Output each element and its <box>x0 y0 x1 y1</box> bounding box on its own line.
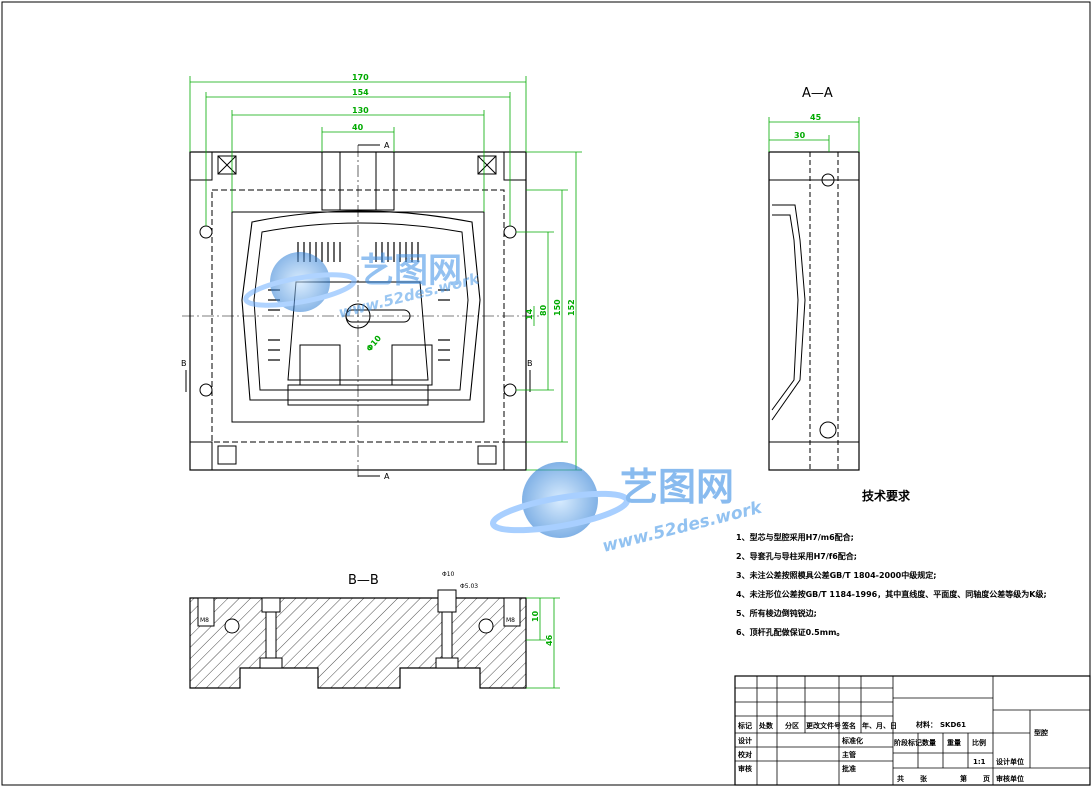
plan-view: A A B B <box>181 141 540 481</box>
dim-plan-40: 40 <box>352 123 364 132</box>
dim-plan-dia: Φ10 <box>365 333 384 353</box>
tb-signature: 签名 <box>841 721 856 730</box>
watermark-logo-plan: 艺图网 www.52des.work <box>243 251 482 322</box>
watermark-brand-plan: 艺图网 <box>360 251 462 291</box>
dim-plan-height-b: 150 <box>553 299 562 316</box>
tb-check: 校对 <box>738 750 752 759</box>
requirement-3: 3、未注公差按照模具公差GB/T 1804-2000中级规定; <box>736 570 936 580</box>
tb-quantity: 数量 <box>922 738 936 747</box>
tb-design: 设计 <box>738 736 752 745</box>
tb-scale-value: 1:1 <box>973 758 986 766</box>
hole-label-right: M8 <box>506 617 515 624</box>
tb-total: 共 <box>897 774 904 783</box>
tb-approval: 批准 <box>842 764 856 773</box>
requirements-title: 技术要求 <box>862 488 911 503</box>
watermark-logo-center: 艺图网 www.52des.work <box>489 462 765 557</box>
tb-sheet: 张 <box>920 774 928 783</box>
section-bb-title: B—B <box>348 573 379 588</box>
dim-plan-154: 154 <box>352 88 369 97</box>
section-aa-view <box>768 151 860 471</box>
requirement-2: 2、导套孔与导柱采用H7/f6配合; <box>736 551 857 561</box>
tb-standardize: 标准化 <box>841 736 863 745</box>
requirement-4: 4、未注形位公差按GB/T 1184-1996，其中直线度、平面度、同轴度公差等… <box>736 589 1047 599</box>
tb-change-doc: 更改文件号 <box>806 721 841 730</box>
tb-stage-mark: 阶段标记 <box>894 738 922 747</box>
tb-review-unit: 审核单位 <box>996 774 1024 783</box>
tb-supervisor: 主管 <box>842 750 856 759</box>
tb-page2: 页 <box>983 775 990 783</box>
cut-label-b-right: B <box>527 359 533 368</box>
tb-mark: 标记 <box>737 721 752 730</box>
cut-label-b-left: B <box>181 359 187 368</box>
dim-bb-dia: Φ10 <box>442 571 455 578</box>
tb-zone: 分区 <box>785 721 799 730</box>
dim-bb-10: 10 <box>531 610 540 622</box>
tb-material: SKD61 <box>940 721 966 729</box>
dim-aa-width: 45 <box>810 113 822 122</box>
tb-approve: 审核 <box>738 764 752 773</box>
tb-scale: 比例 <box>972 738 986 747</box>
tb-weight: 重量 <box>947 738 961 747</box>
cut-label-a-bottom: A <box>384 472 390 481</box>
tb-design-unit: 设计单位 <box>996 757 1024 766</box>
tb-page: 第 <box>960 774 967 783</box>
section-bb-view <box>189 589 527 689</box>
tb-count: 处数 <box>758 721 774 730</box>
dim-bb-dia2: Φ5.03 <box>460 583 478 590</box>
dim-plan-overall: 170 <box>352 73 369 82</box>
tb-material-label: 材料： <box>915 720 937 729</box>
plan-dimensions <box>189 76 582 471</box>
title-block <box>734 675 1091 786</box>
tb-date: 年、月、日 <box>862 721 897 730</box>
cut-label-a-top: A <box>384 141 390 150</box>
watermark-brand-center: 艺图网 <box>620 465 734 509</box>
tb-part-name: 型腔 <box>1034 728 1048 737</box>
section-aa-title: A—A <box>802 86 833 101</box>
requirement-1: 1、型芯与型腔采用H7/m6配合; <box>736 532 854 542</box>
dim-bb-46: 46 <box>545 634 554 646</box>
requirement-5: 5、所有棱边倒钝锐边; <box>736 608 817 618</box>
dim-aa-30: 30 <box>794 131 806 140</box>
requirement-6: 6、顶杆孔配做保证0.5mm。 <box>736 627 844 637</box>
dim-plan-height-a: 152 <box>567 299 576 316</box>
dim-plan-inner: 80 <box>539 304 548 316</box>
hole-label-left: M8 <box>200 617 209 624</box>
dim-plan-130: 130 <box>352 106 369 115</box>
dim-plan-small: 14 <box>525 308 534 320</box>
